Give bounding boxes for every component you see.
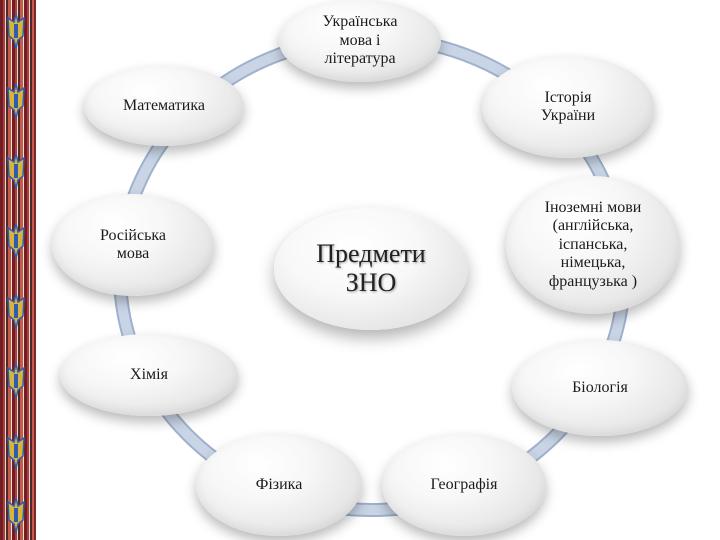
- node-chemistry[interactable]: Хімія: [60, 334, 238, 416]
- trident-icon: [7, 497, 25, 533]
- node-label: Математика: [123, 96, 205, 114]
- trident-icon: [7, 293, 25, 329]
- node-label: Історія України: [540, 88, 596, 124]
- center-label: Предмети ЗНО: [316, 239, 426, 297]
- trident-icon: [7, 83, 25, 119]
- node-biology[interactable]: Біологія: [512, 340, 688, 436]
- node-foreign-languages[interactable]: Іноземні мови (англійська, іспанська, ні…: [506, 176, 680, 314]
- node-ukrainian-language-literature[interactable]: Українська мова і література: [279, 0, 441, 82]
- trident-icon: [7, 13, 25, 49]
- node-label: Біологія: [572, 378, 628, 396]
- trident-icon: [7, 363, 25, 399]
- node-label: Хімія: [130, 365, 168, 383]
- decorative-border-strip: [0, 0, 36, 540]
- node-label: Географія: [430, 475, 498, 493]
- node-label: Українська мова і література: [322, 13, 398, 68]
- trident-icon: [7, 223, 25, 259]
- node-geography[interactable]: Географія: [382, 434, 546, 536]
- node-russian-language[interactable]: Російська мова: [52, 194, 214, 296]
- trident-icon: [7, 153, 25, 189]
- node-physics[interactable]: Фізика: [196, 434, 362, 536]
- node-label: Фізика: [255, 475, 303, 493]
- node-label: Російська мова: [99, 226, 167, 262]
- node-label: Іноземні мови (англійська, іспанська, ні…: [544, 199, 642, 290]
- center-node-zno-subjects[interactable]: Предмети ЗНО: [274, 208, 468, 330]
- node-mathematics[interactable]: Математика: [84, 66, 244, 146]
- node-history-of-ukraine[interactable]: Історія України: [482, 56, 654, 158]
- trident-icon: [7, 433, 25, 469]
